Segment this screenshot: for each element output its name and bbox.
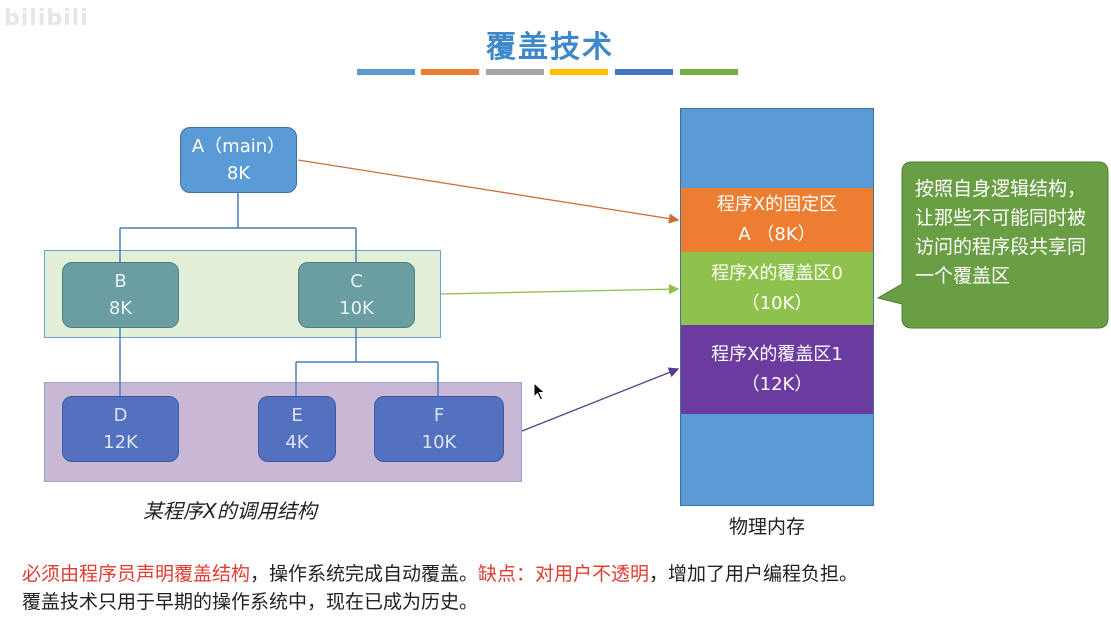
callout-bubble [876,161,1109,329]
title-bar-blue [357,69,415,75]
memory-caption: 物理内存 [729,516,806,538]
note-text-1: ，操作系统完成自动覆盖。 [250,563,479,585]
title-bar-yellow [550,69,608,75]
page-title: 覆盖技术 [486,30,614,65]
overlay0-size: （10K） [741,292,813,314]
tree-edges [119,193,439,396]
node-c: C 10K [298,262,415,328]
fixed-area-label: 程序X的固定区 [716,194,838,215]
overlay1-size: （12K） [741,373,813,395]
note-text-2: ，增加了用户编程负担。 [649,563,859,585]
node-e: E 4K [258,396,336,462]
mouse-cursor-icon [533,382,546,401]
title-bar-orange [421,69,479,75]
title-bar-darkblue [615,69,673,75]
node-d-size: 12K [103,432,138,453]
arrow-def-to-overlay1 [521,367,680,432]
note-line-1: 必须由程序员声明覆盖结构，操作系统完成自动覆盖。缺点：对用户不透明，增加了用户编… [22,559,858,586]
node-a-main: A（main） 8K [180,127,297,193]
node-a-size: 8K [226,163,251,184]
bilibili-watermark: bilibili [4,6,89,31]
memory-fixed-area: 程序X的固定区 A （8K） [681,188,873,252]
node-f: F 10K [374,396,504,462]
node-e-name: E [291,405,303,426]
physical-memory-block: 程序X的固定区 A （8K） 程序X的覆盖区0 （10K） 程序X的覆盖区1 （… [680,108,874,506]
node-d-name: D [113,405,128,426]
node-f-size: 10K [421,432,457,453]
node-a-name: A（main） [191,136,286,157]
note-line-2: 覆盖技术只用于早期的操作系统中，现在已成为历史。 [22,591,479,613]
tree-caption: 某程序X的调用结构 [143,499,317,523]
node-b-name: B [114,271,127,292]
title-bar-gray [486,69,544,75]
node-c-size: 10K [339,298,374,319]
fixed-area-size: A （8K） [738,224,816,245]
memory-overlay-area-1: 程序X的覆盖区1 （12K） [681,325,873,414]
node-f-name: F [433,405,445,426]
note-emphasis-2: 缺点：对用户不透明 [478,563,650,585]
overlay0-label: 程序X的覆盖区0 [711,262,843,284]
overlay1-label: 程序X的覆盖区1 [711,343,843,365]
arrow-bc-to-overlay0 [440,283,680,295]
node-c-name: C [350,271,363,292]
node-b: B 8K [62,262,179,328]
node-b-size: 8K [108,298,133,319]
callout-text: 按照自身逻辑结构，让那些不可能同时被访问的程序段共享同一个覆盖区 [915,178,1087,287]
node-d: D 12K [62,396,179,462]
arrow-a-to-fixed [297,159,680,224]
title-bar-green [680,69,738,75]
memory-overlay-area-0: 程序X的覆盖区0 （10K） [681,252,873,325]
node-e-size: 4K [285,432,309,453]
note-emphasis-1: 必须由程序员声明覆盖结构 [22,563,251,585]
